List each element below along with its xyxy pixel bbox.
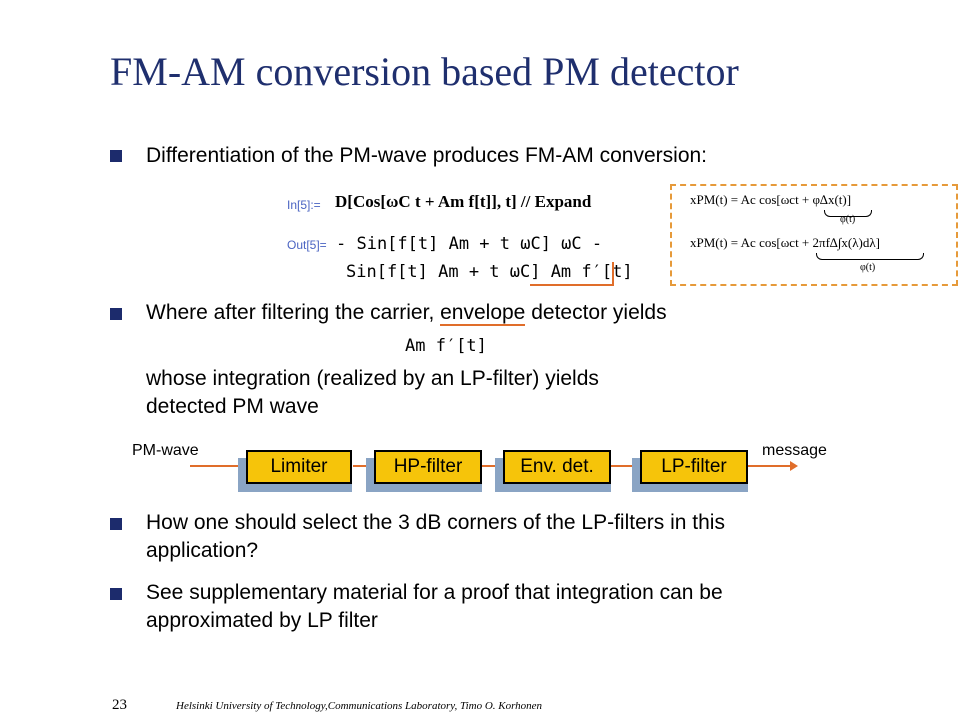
bullet-1-text: Differentiation of the PM-wave produces … xyxy=(146,144,708,167)
block-limiter: Limiter xyxy=(246,450,352,484)
math-out-underline xyxy=(530,284,614,286)
equation-pm-2: xPM(t) = Ac cos[ωct + 2πf∆∫x(λ)dλ] xyxy=(690,235,881,250)
bullet-marker xyxy=(110,308,122,320)
bullet-3-line-2: application? xyxy=(146,539,259,562)
bullet-4-line-2: approximated by LP filter xyxy=(146,609,378,632)
slide-title: FM-AM conversion based PM detector xyxy=(110,49,739,94)
bullet-marker xyxy=(110,518,122,530)
math-in-label: In[5]:= xyxy=(287,198,321,212)
page-number: 23 xyxy=(112,697,127,713)
math-out-label: Out[5]= xyxy=(287,238,327,252)
equation-box xyxy=(670,184,958,286)
bullet-2-text: Where after filtering the carrier, envel… xyxy=(146,301,667,326)
bullet-marker xyxy=(110,588,122,600)
block-hp-filter: HP-filter xyxy=(374,450,482,484)
math-out-underline-right xyxy=(612,262,614,286)
math-out-line-2: Sin[f[t] Am + t ωC] Am f′[t] xyxy=(346,262,633,282)
block-lp-filter: LP-filter xyxy=(640,450,748,484)
bullet-2-line-3: detected PM wave xyxy=(146,395,319,418)
block-env-det: Env. det. xyxy=(503,450,611,484)
diagram-input-label: PM-wave xyxy=(132,442,199,459)
bullet-marker xyxy=(110,150,122,162)
arrow-head-output xyxy=(790,461,798,471)
bullet-2-line-2: whose integration (realized by an LP-fil… xyxy=(146,367,599,390)
bullet-4-line-1: See supplementary material for a proof t… xyxy=(146,581,723,604)
footer-text: Helsinki University of Technology,Commun… xyxy=(176,700,543,712)
envelope-underlined-word: envelope xyxy=(440,301,526,326)
math-out-line-1: - Sin[f[t] Am + t ωC] ωC - xyxy=(336,234,603,254)
math-in-expression: D[Cos[ωC t + Am f[t]], t] // Expand xyxy=(335,192,592,211)
diagram-output-label: message xyxy=(762,442,827,459)
equation-pm-1-brace-label: φ(t) xyxy=(840,214,856,225)
envelope-output-expression: Am f′[t] xyxy=(405,336,487,356)
bullet-3-line-1: How one should select the 3 dB corners o… xyxy=(146,511,725,534)
equation-pm-2-brace-label: φ(t) xyxy=(860,262,876,273)
equation-pm-1: xPM(t) = Ac cos[ωct + φ∆x(t)] xyxy=(690,192,852,207)
